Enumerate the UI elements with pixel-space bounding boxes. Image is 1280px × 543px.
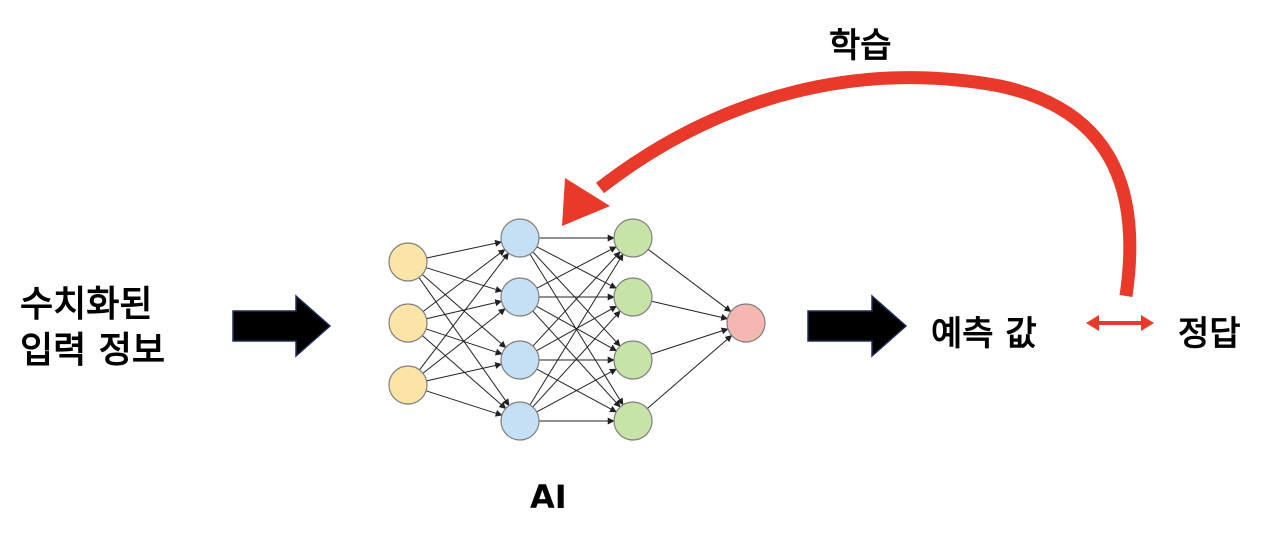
learning-feedback-arrowhead — [562, 178, 610, 226]
input-data-label: 수치화된 입력 정보 — [20, 282, 165, 374]
edge-l1-n3-to-n1 — [532, 310, 621, 408]
compare-double-arrow — [1086, 315, 1154, 331]
hidden2-node-3 — [613, 340, 653, 380]
hidden1-node-4 — [500, 401, 540, 441]
edge-l0-n1-to-n0 — [422, 249, 506, 312]
hidden2-node-1 — [613, 218, 653, 258]
output-node-1 — [726, 303, 766, 343]
hidden1-node-1 — [500, 218, 540, 258]
edge-l0-n2-to-n3 — [425, 390, 503, 417]
edge-l0-n2-to-n0 — [419, 252, 509, 371]
edge-l1-n3-to-n0 — [529, 253, 624, 406]
edge-l0-n0-to-n1 — [425, 267, 503, 293]
hidden1-node-2 — [500, 277, 540, 317]
input-label-line1: 수치화된 — [20, 284, 153, 325]
network-edges — [418, 234, 733, 425]
input-label-line2: 입력 정보 — [20, 330, 166, 371]
edge-l0-n2-to-n1 — [422, 308, 506, 374]
edge-l2-n1-to-n0 — [651, 300, 729, 321]
hidden1-node-3 — [500, 340, 540, 380]
output-flow-arrow — [807, 294, 908, 358]
hidden2-node-4 — [613, 401, 653, 441]
hidden2-node-2 — [613, 277, 653, 317]
network-nodes — [388, 218, 766, 441]
answer-label: 정답 — [1178, 314, 1241, 354]
edge-l0-n2-to-n2 — [426, 362, 503, 382]
input-flow-arrow — [232, 294, 332, 358]
prediction-label: 예측 값 — [931, 314, 1037, 354]
edge-l1-n1-to-n0 — [536, 246, 617, 289]
ai-label: AI — [530, 478, 567, 516]
edge-l1-n2-to-n0 — [532, 251, 621, 347]
edge-l1-n2-to-n1 — [536, 305, 618, 352]
input-node-1 — [388, 242, 428, 282]
learning-feedback-arrow — [596, 71, 1137, 297]
input-node-2 — [388, 303, 428, 343]
edge-l2-n3-to-n0 — [647, 334, 733, 409]
edge-l1-n3-to-n2 — [536, 368, 617, 413]
learning-label: 학습 — [829, 26, 892, 66]
edge-l2-n2-to-n0 — [650, 327, 729, 355]
edge-l2-n0-to-n0 — [647, 249, 732, 312]
edge-l0-n0-to-n0 — [426, 239, 503, 259]
edge-l0-n1-to-n1 — [426, 299, 503, 320]
input-node-3 — [388, 365, 428, 405]
